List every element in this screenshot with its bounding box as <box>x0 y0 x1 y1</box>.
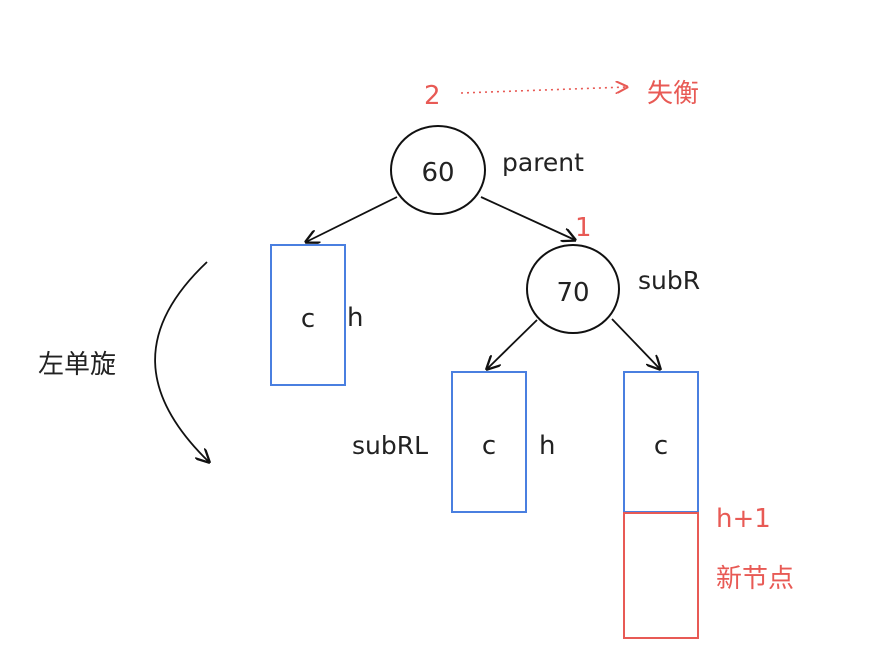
subrl-subtree-box <box>451 371 527 513</box>
right-subtree-label: c <box>654 431 668 461</box>
right-subtree-box <box>623 371 699 513</box>
right-subtree-height: h+1 <box>716 504 771 534</box>
left-subtree-height: h <box>347 303 363 333</box>
edge-subr-to-subrl <box>487 319 538 369</box>
edge-root-to-left-subtree <box>306 196 398 242</box>
imbalance-dotted-arrow <box>460 87 627 93</box>
edge-subr-to-right-subtree <box>611 318 660 369</box>
subr-node-value: 70 <box>556 278 589 308</box>
left-rotation-curved-arrow <box>154 261 209 462</box>
subr-node-tag: subR <box>638 266 700 295</box>
rotation-label: 左单旋 <box>38 350 116 380</box>
new-node-box <box>623 512 699 639</box>
subr-balance-factor: 1 <box>575 213 592 243</box>
root-node-value: 60 <box>421 158 454 188</box>
root-balance-factor: 2 <box>424 81 441 111</box>
left-subtree-box <box>270 244 346 386</box>
root-node-tag: parent <box>502 148 584 177</box>
subrl-subtree-height: h <box>539 431 555 461</box>
subrl-subtree-label: c <box>482 431 496 461</box>
root-node-circle <box>390 125 486 215</box>
left-subtree-label: c <box>301 304 315 334</box>
subrl-tag: subRL <box>352 431 428 460</box>
imbalance-label: 失衡 <box>647 79 699 109</box>
edge-root-to-subr <box>480 196 575 240</box>
subr-node-circle <box>526 244 620 334</box>
new-node-label: 新节点 <box>716 564 794 594</box>
